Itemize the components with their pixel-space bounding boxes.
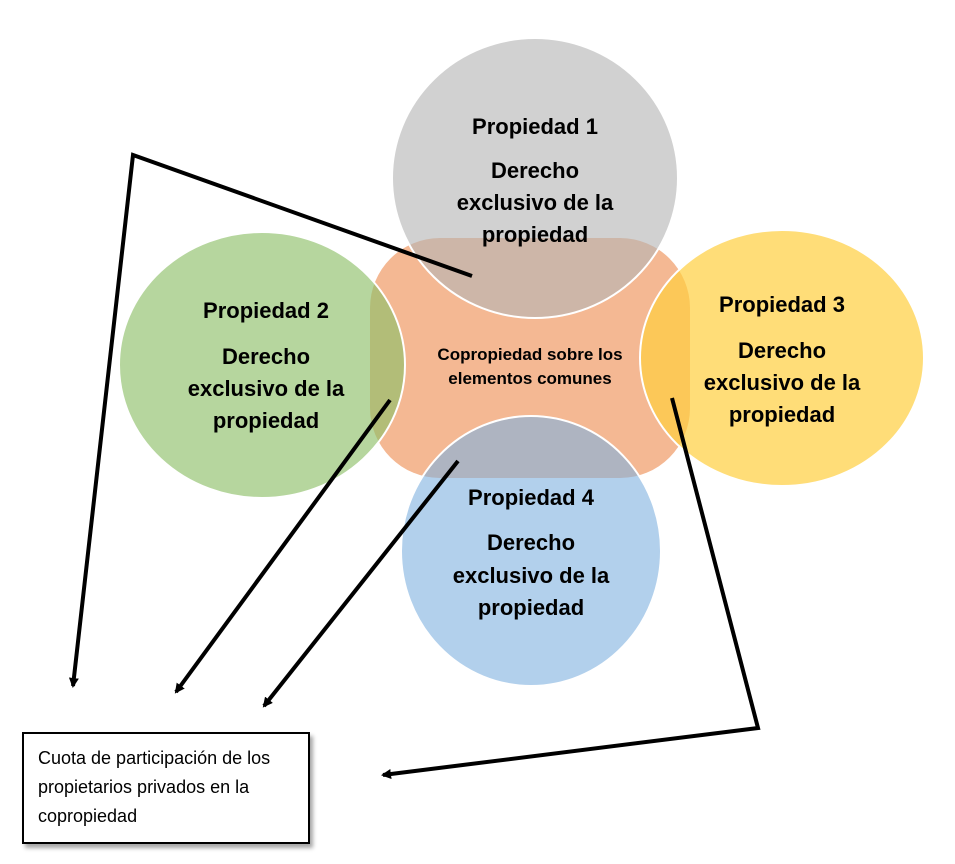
participation-quota-box: Cuota de participación de los propietari… bbox=[22, 732, 310, 844]
property-1-line2: exclusivo de la bbox=[457, 190, 614, 215]
center-label-line2: elementos comunes bbox=[448, 369, 611, 388]
property-2-label: Propiedad 2 Derecho exclusivo de la prop… bbox=[188, 298, 345, 433]
property-2-line1: Derecho bbox=[222, 344, 310, 369]
property-3-label: Propiedad 3 Derecho exclusivo de la prop… bbox=[704, 292, 861, 427]
property-3-title: Propiedad 3 bbox=[719, 292, 845, 317]
property-1-title: Propiedad 1 bbox=[472, 114, 598, 139]
property-4-title: Propiedad 4 bbox=[468, 485, 595, 510]
property-2-line3: propiedad bbox=[213, 408, 319, 433]
center-label-line1: Copropiedad sobre los bbox=[437, 345, 622, 364]
arrow-property-2 bbox=[174, 398, 392, 694]
property-1-line3: propiedad bbox=[482, 222, 588, 247]
property-2-title: Propiedad 2 bbox=[203, 298, 329, 323]
property-4-line2: exclusivo de la bbox=[453, 563, 610, 588]
property-4-line3: propiedad bbox=[478, 595, 584, 620]
property-4-label: Propiedad 4 Derecho exclusivo de la prop… bbox=[453, 485, 610, 620]
property-4-line1: Derecho bbox=[487, 530, 575, 555]
property-1-line1: Derecho bbox=[491, 158, 579, 183]
property-3-line3: propiedad bbox=[729, 402, 835, 427]
property-3-circle bbox=[639, 229, 925, 487]
property-2-line2: exclusivo de la bbox=[188, 376, 345, 401]
arrow-property-1 bbox=[68, 152, 473, 688]
property-4-circle bbox=[400, 415, 662, 687]
property-3-line1: Derecho bbox=[738, 338, 826, 363]
property-1-label: Propiedad 1 Derecho exclusivo de la prop… bbox=[457, 114, 614, 247]
arrow-property-4 bbox=[262, 459, 460, 708]
property-1-circle bbox=[391, 37, 679, 319]
arrow-property-3 bbox=[381, 397, 761, 779]
property-2-circle bbox=[118, 231, 406, 499]
property-3-line2: exclusivo de la bbox=[704, 370, 861, 395]
